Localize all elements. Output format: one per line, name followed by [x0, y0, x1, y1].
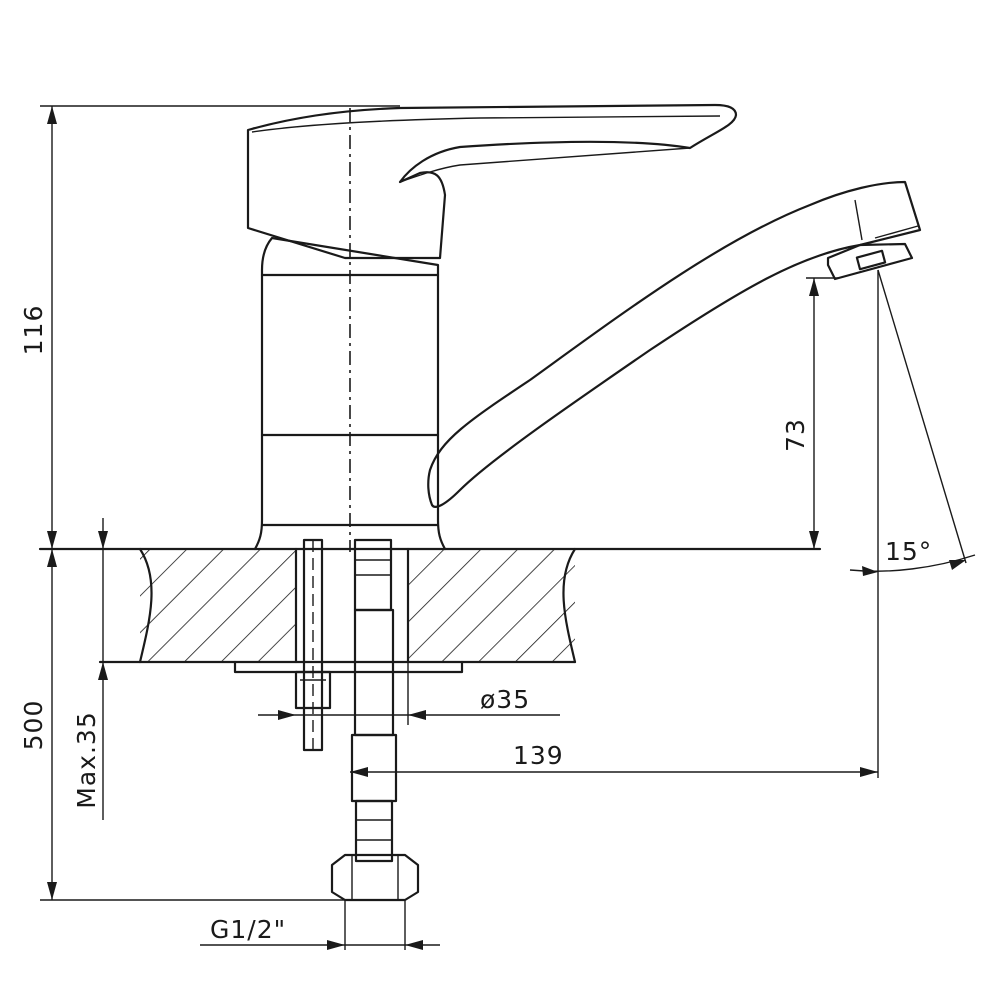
dimension-500: 500 [19, 549, 345, 901]
mounting-hole-label: ø35 [480, 685, 530, 714]
dimension-15deg: 15° [849, 269, 976, 778]
connection-thread-label: G1/2" [210, 915, 286, 944]
flexible-hose [330, 538, 420, 950]
mounting-stud [294, 538, 332, 752]
spout-height-label: 73 [781, 418, 810, 452]
dimension-73: 73 [781, 277, 838, 549]
counter-thickness-label: Max.35 [72, 711, 101, 808]
dimension-max35: Max.35 [72, 518, 108, 820]
hose-length-label: 500 [19, 700, 48, 751]
overall-height-label: 116 [19, 305, 48, 356]
dimension-116: 116 [19, 105, 400, 549]
spout-reach-label: 139 [513, 741, 564, 770]
aerator [826, 242, 914, 281]
faucet-body [253, 236, 447, 551]
countertop-section [98, 547, 577, 674]
dimension-d35: ø35 [258, 662, 560, 725]
spout [427, 180, 922, 508]
spout-angle-label: 15° [885, 537, 932, 566]
lever-handle [246, 103, 738, 260]
dimension-139: 139 [350, 741, 878, 777]
dimension-g12: G1/2" [200, 915, 440, 950]
